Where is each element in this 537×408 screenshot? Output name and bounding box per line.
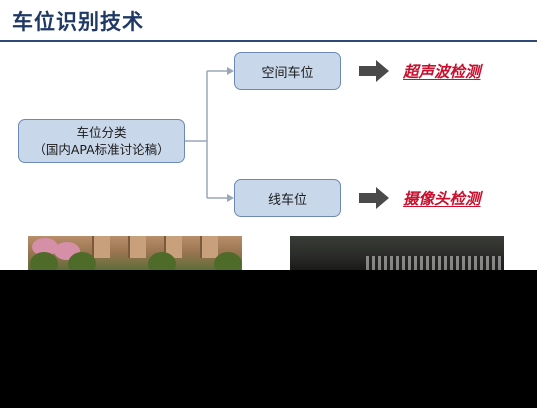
root-node-subtitle: （国内APA标准讨论稿） — [33, 142, 170, 157]
space-parking-node: 空间车位 — [234, 52, 341, 90]
parking-photo-garden — [28, 236, 242, 270]
connector-arrowhead-line — [227, 194, 234, 202]
slide-title: 车位识别技术 — [12, 10, 144, 34]
space-parking-label: 空间车位 — [261, 65, 314, 81]
tree — [30, 252, 58, 270]
parking-line-marks — [366, 256, 504, 270]
line-parking-label: 线车位 — [267, 192, 307, 208]
building-window — [92, 236, 110, 258]
line-parking-node: 线车位 — [234, 179, 341, 217]
parking-photo-street — [290, 236, 504, 270]
ultrasonic-detection-label: 超声波检测 — [403, 63, 481, 81]
building-window — [200, 236, 218, 258]
block-arrow-icon — [359, 187, 389, 209]
title-divider — [0, 40, 537, 42]
tree — [148, 252, 176, 270]
camera-detection-label: 摄像头检测 — [403, 190, 481, 208]
tree — [214, 252, 242, 270]
building-window — [128, 236, 146, 258]
connector-arrowhead-space — [227, 67, 234, 75]
blossom-tree — [32, 238, 58, 256]
root-node-title: 车位分类 — [76, 125, 127, 140]
tree — [68, 252, 96, 270]
black-overlay — [0, 270, 537, 408]
parking-classification-node: 车位分类 （国内APA标准讨论稿） — [18, 119, 185, 163]
block-arrow-icon — [359, 60, 389, 82]
